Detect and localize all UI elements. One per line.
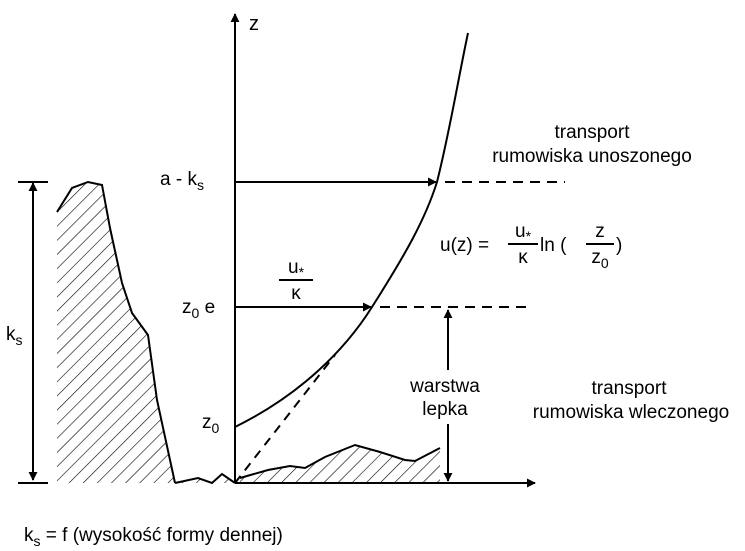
- shear-fraction-numerator: u*: [287, 257, 305, 280]
- formula-arg-denominator: z0: [591, 247, 609, 271]
- bed-form: [240, 445, 440, 483]
- z0-main: z: [202, 412, 212, 433]
- z-axis-label: z: [249, 13, 259, 35]
- shear-fraction-bar: [279, 279, 313, 281]
- a-minus-ks-label: a - ks: [160, 169, 204, 192]
- bed-form-outline: [239, 443, 441, 479]
- shear-velocity-fraction: u* κ: [279, 258, 313, 303]
- velocity-profile-curve: [234, 32, 469, 428]
- tangent-dashed-line: [234, 354, 336, 484]
- formula-ln: ln (: [540, 235, 567, 256]
- footer-ks-main: k: [24, 525, 34, 546]
- bedload-line1: transport: [591, 378, 667, 399]
- formula-argument: z z0: [586, 221, 614, 271]
- formula-coef-bar: [508, 243, 538, 245]
- bedload-line2: rumowiska wleczonego: [532, 402, 730, 423]
- suspended-load-line2: rumowiska unoszonego: [492, 146, 692, 167]
- bed-surface-left: [174, 472, 236, 485]
- formula-arg-bar: [586, 243, 614, 245]
- z0-sub: 0: [211, 420, 220, 436]
- shear-fraction-denominator: κ: [291, 283, 301, 304]
- formula-close: ): [616, 235, 623, 256]
- z0e-label: z0 e: [182, 297, 216, 320]
- formula-coefficient: u* κ: [508, 222, 538, 267]
- viscous-layer-line2: lepka: [410, 400, 480, 419]
- roughness-element: [57, 182, 175, 483]
- ks-dimension-label: ks: [5, 324, 24, 347]
- formula-lhs: u(z) =: [440, 235, 490, 256]
- z0e-sub: 0: [191, 305, 200, 321]
- z0e-main: z: [182, 297, 192, 318]
- formula-coef-denominator: κ: [518, 247, 528, 268]
- roughness-element-outline: [56, 180, 176, 484]
- footer-ks-sub: s: [33, 533, 41, 549]
- ks-dimension-main: k: [6, 324, 16, 345]
- footer-text: = f (wysokość formy dennej): [40, 525, 283, 546]
- log-law-formula: u(z) = u* κ ln ( z z0 ): [440, 222, 740, 272]
- viscous-layer-line1: warstwa: [400, 377, 490, 396]
- z0-label: z0: [202, 412, 219, 435]
- suspended-load-line1: transport: [554, 122, 630, 143]
- formula-arg-numerator: z: [595, 221, 605, 242]
- ks-dimension-sub: s: [15, 332, 23, 348]
- z0e-tail: e: [199, 297, 216, 318]
- a-minus-ks-sub: s: [196, 177, 204, 193]
- a-minus-ks-main: a - k: [160, 169, 197, 190]
- ks-definition-footer: ks = f (wysokość formy dennej): [24, 525, 283, 548]
- formula-coef-numerator: u*: [514, 221, 532, 244]
